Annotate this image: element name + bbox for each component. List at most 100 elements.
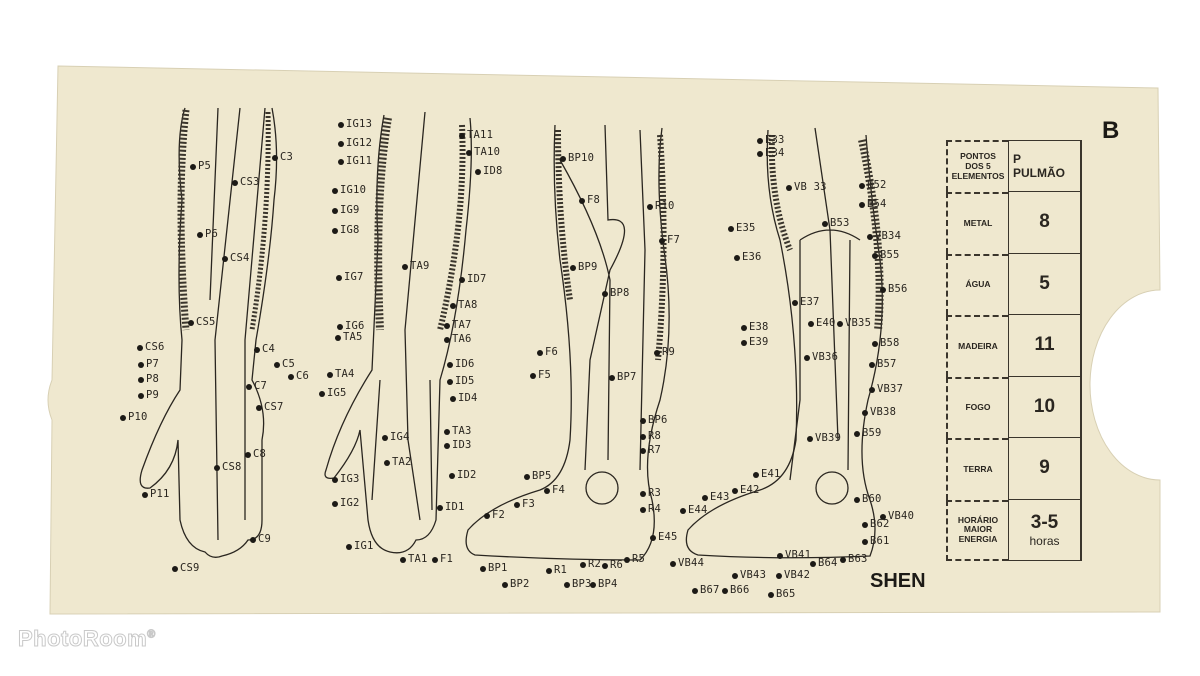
point-label: BP8 xyxy=(610,287,630,299)
point-label: TA9 xyxy=(410,260,430,272)
point-label: E40 xyxy=(816,317,836,329)
point-marker xyxy=(837,321,843,327)
point-label: P6 xyxy=(205,228,219,240)
point-marker xyxy=(624,557,630,563)
point-label: ID2 xyxy=(457,469,477,481)
point-label: B55 xyxy=(880,249,900,261)
point-marker xyxy=(346,544,352,550)
point-marker xyxy=(792,300,798,306)
point-label: R1 xyxy=(554,564,568,576)
point-label: E42 xyxy=(740,484,760,496)
point-label: IG4 xyxy=(390,431,410,443)
point-label: P9 xyxy=(146,389,160,401)
point-marker xyxy=(447,379,453,385)
point-marker xyxy=(384,460,390,466)
point-label: P5 xyxy=(198,160,212,172)
point-marker xyxy=(459,133,465,139)
point-marker xyxy=(862,539,868,545)
point-label: F7 xyxy=(667,234,681,246)
point-marker xyxy=(564,582,570,588)
point-label: F6 xyxy=(545,346,559,358)
point-label: B54 xyxy=(867,198,887,210)
point-marker xyxy=(580,562,586,568)
point-label: IG13 xyxy=(346,118,373,130)
point-label: VB41 xyxy=(785,549,812,561)
point-label: VB38 xyxy=(870,406,897,418)
point-label: R2 xyxy=(588,558,602,570)
point-label: VB40 xyxy=(888,510,915,522)
point-label: TA4 xyxy=(335,368,355,380)
point-marker xyxy=(246,384,252,390)
point-marker xyxy=(450,303,456,309)
point-label: B59 xyxy=(862,427,882,439)
point-label: IG6 xyxy=(345,320,365,332)
photoroom-watermark: PhotoRoom® xyxy=(17,626,155,652)
energy-label: HORÁRIO MAIOR ENERGIA xyxy=(946,499,1008,561)
point-label: E43 xyxy=(710,491,730,503)
point-label: B66 xyxy=(730,584,750,596)
point-marker xyxy=(544,488,550,494)
point-marker xyxy=(188,320,194,326)
point-label: R5 xyxy=(632,553,646,565)
shen-label: SHEN xyxy=(870,570,926,592)
point-marker xyxy=(869,362,875,368)
point-marker xyxy=(256,405,262,411)
point-label: R8 xyxy=(648,430,662,442)
point-marker xyxy=(530,373,536,379)
point-label: ID3 xyxy=(452,439,472,451)
point-label: CS8 xyxy=(222,461,242,473)
point-marker xyxy=(459,277,465,283)
point-label: BP7 xyxy=(617,371,637,383)
point-marker xyxy=(734,255,740,261)
point-label: VB35 xyxy=(845,317,872,329)
point-marker xyxy=(338,141,344,147)
point-label: TA1 xyxy=(408,553,428,565)
point-marker xyxy=(880,514,886,520)
point-label: F3 xyxy=(522,498,536,510)
point-marker xyxy=(650,535,656,541)
point-marker xyxy=(336,275,342,281)
point-label: VB36 xyxy=(812,351,839,363)
point-marker xyxy=(432,557,438,563)
point-marker xyxy=(757,151,763,157)
point-marker xyxy=(537,350,543,356)
point-label: E39 xyxy=(749,336,769,348)
point-label: CS9 xyxy=(180,562,200,574)
element-value: 9 xyxy=(1008,438,1082,500)
point-label: VB42 xyxy=(784,569,811,581)
point-label: B53 xyxy=(830,217,850,229)
point-marker xyxy=(880,287,886,293)
point-label: IG1 xyxy=(354,540,374,552)
element-label: TERRA xyxy=(946,438,1008,500)
point-label: R3 xyxy=(648,487,662,499)
point-marker xyxy=(670,561,676,567)
point-marker xyxy=(400,557,406,563)
element-label: ÁGUA xyxy=(946,253,1008,315)
point-label: TA8 xyxy=(458,299,478,311)
leg-outer-outline xyxy=(685,127,884,559)
point-marker xyxy=(332,208,338,214)
point-label: BP6 xyxy=(648,414,668,426)
point-marker xyxy=(332,477,338,483)
point-label: TA3 xyxy=(452,425,472,437)
point-marker xyxy=(570,265,576,271)
point-marker xyxy=(869,387,875,393)
point-label: R4 xyxy=(648,503,662,515)
point-label: R9 xyxy=(662,346,676,358)
point-label: IG10 xyxy=(340,184,367,196)
point-marker xyxy=(753,472,759,478)
point-marker xyxy=(647,204,653,210)
point-marker xyxy=(757,138,763,144)
meridian-code: P xyxy=(1013,151,1022,166)
point-label: TA7 xyxy=(452,319,472,331)
energy-value: 3-5 horas xyxy=(1008,499,1082,561)
point-label: B56 xyxy=(888,283,908,295)
leg-inner-outline xyxy=(465,124,670,561)
point-marker xyxy=(524,474,530,480)
point-label: B67 xyxy=(700,584,720,596)
point-marker xyxy=(484,513,490,519)
point-marker xyxy=(840,557,846,563)
